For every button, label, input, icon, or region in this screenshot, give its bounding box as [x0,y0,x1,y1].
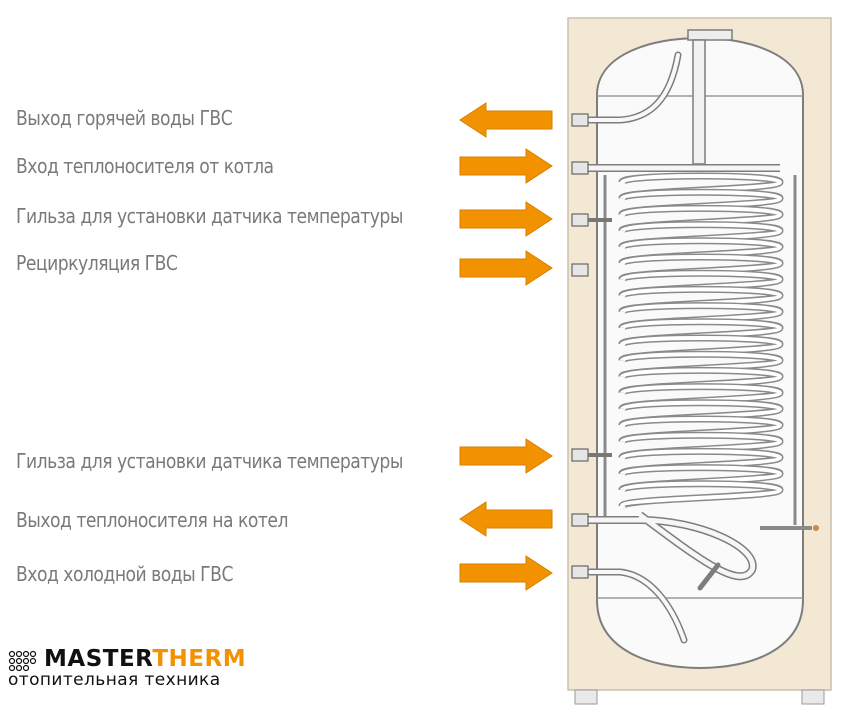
pipe-fitting [571,513,589,527]
arrow-right-icon [459,250,553,286]
label-sensor-sleeve-lower: Гильза для установки датчика температуры [16,449,403,473]
coil-tail [697,562,721,591]
arrow-right-icon [459,148,553,184]
pipe-fitting [571,565,589,579]
top-flange [687,29,733,41]
logo-tagline: отопительная техника [8,670,221,690]
pipe-fitting [571,213,589,227]
tank-foot-right [801,689,825,705]
anode-rod [692,39,706,165]
label-recirculation: Рециркуляция ГВС [16,251,178,275]
label-heat-carrier-inlet: Вход теплоносителя от котла [16,154,274,178]
coil-loop [620,481,783,508]
wall-fittings [571,113,612,579]
pipe-fitting [571,448,589,462]
arrow-right-icon [459,201,553,237]
pipe-fitting [571,263,589,277]
arrow-right-icon [459,438,553,474]
pipe-fitting [571,113,589,127]
arrow-left-icon [459,501,553,537]
logo-therm-text: THERM [152,646,247,672]
pipe-fitting [571,161,589,175]
arrows [459,102,553,591]
tank-foot-left [574,689,598,705]
label-cold-water-inlet: Вход холодной воды ГВС [16,562,233,586]
logo-wordmark: MASTERTHERM [44,646,246,672]
heating-coil [618,172,784,510]
label-heat-carrier-outlet: Выход теплоносителя на котел [16,508,288,532]
arrow-right-icon [459,555,553,591]
arrow-left-icon [459,102,553,138]
label-sensor-sleeve-upper: Гильза для установки датчика температуры [16,204,403,228]
label-hot-water-outlet: Выход горячей воды ГВС [16,106,233,130]
logo-master-text: MASTER [44,646,153,672]
logo-dots-icon [8,650,37,672]
